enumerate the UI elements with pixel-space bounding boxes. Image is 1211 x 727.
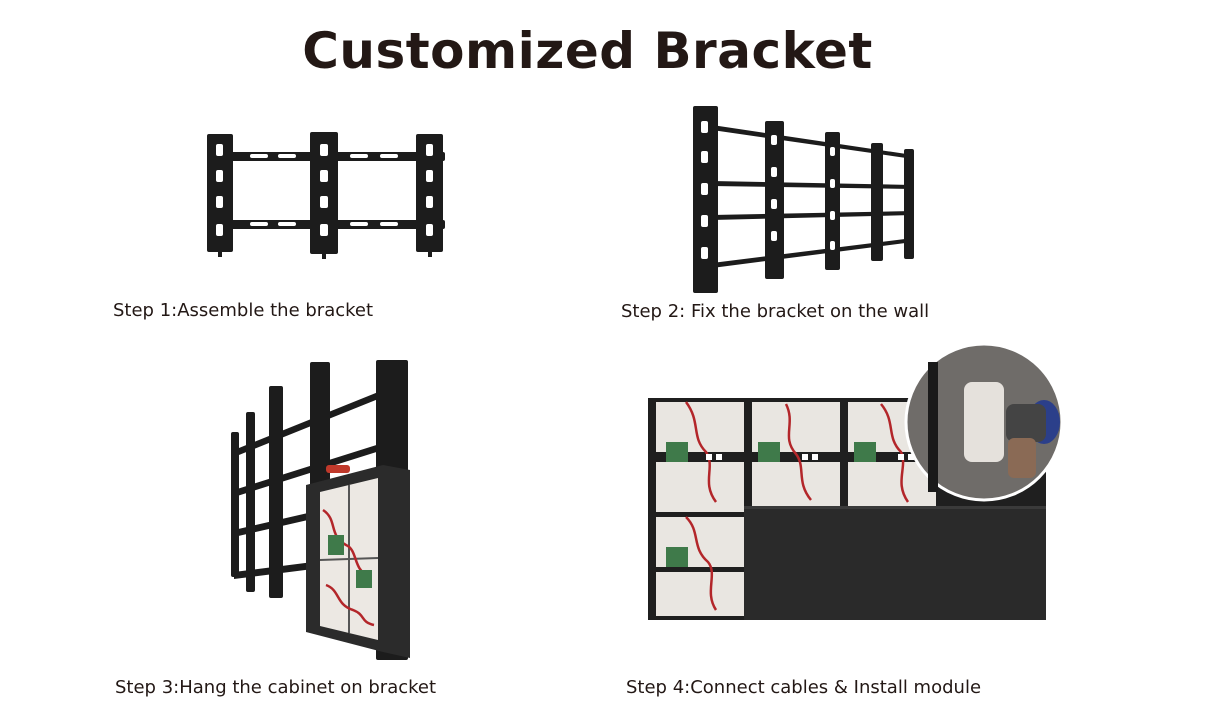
cabinet-on-bracket-image xyxy=(231,360,410,660)
assembled-bracket-image xyxy=(207,132,445,259)
step-3-caption: Step 3:Hang the cabinet on bracket xyxy=(115,677,437,698)
step-2-caption: Step 2: Fix the bracket on the wall xyxy=(621,301,930,322)
wall-mounted-bracket-image xyxy=(693,106,914,293)
step-1-caption: Step 1:Assemble the bracket xyxy=(113,300,374,321)
page-title: Customized Bracket xyxy=(302,22,873,80)
cables-and-module-image xyxy=(648,342,1064,620)
step-4-caption: Step 4:Connect cables & Install module xyxy=(626,677,982,698)
